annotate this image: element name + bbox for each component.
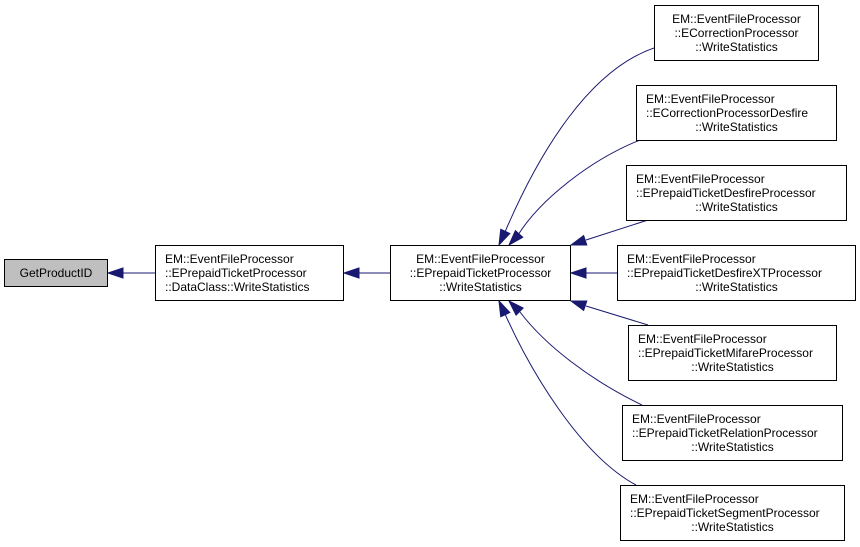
- node-label-line: EM::EventFileProcessor: [636, 172, 765, 186]
- node-label-line: ::EPrepaidTicketMifareProcessor: [638, 346, 813, 360]
- edge-eprepaidticketdesfireprocessor-writestatistics-to-eprepaidticketprocessor-writestatistics: [585, 219, 649, 241]
- edge-eprepaidticketrelationprocessor-writestatistics-to-eprepaidticketprocessor-writestatistics: [519, 311, 643, 406]
- node-label-line: EM::EventFileProcessor: [632, 412, 761, 426]
- node-label-line: ::EPrepaidTicketProcessor: [165, 266, 307, 280]
- node-label-line: ::WriteStatistics: [691, 440, 774, 454]
- node-label-line: EM::EventFileProcessor: [646, 92, 775, 106]
- node-eprepaidticketprocessor-writestatistics[interactable]: EM::EventFileProcessor ::EPrepaidTicketP…: [390, 245, 571, 301]
- node-label-line: ::WriteStatistics: [439, 280, 522, 294]
- node-eprepaidticketrelationprocessor-writestatistics[interactable]: EM::EventFileProcessor ::EPrepaidTicketR…: [622, 405, 843, 461]
- node-label-line: EM::EventFileProcessor: [630, 492, 759, 506]
- node-label-line: ::EPrepaidTicketDesfireXTProcessor: [627, 266, 822, 280]
- node-label-line: ::ECorrectionProcessorDesfire: [646, 106, 809, 120]
- arrowhead-icon: [507, 299, 524, 316]
- node-getproductid[interactable]: GetProductID: [4, 259, 108, 287]
- node-dataclass-writestatistics[interactable]: EM::EventFileProcessor ::EPrepaidTicketP…: [155, 245, 344, 301]
- arrowhead-icon: [498, 228, 511, 247]
- node-eprepaidticketdesfirextprocessor-writestatistics[interactable]: EM::EventFileProcessor ::EPrepaidTicketD…: [617, 245, 856, 301]
- node-label-line: EM::EventFileProcessor: [165, 252, 294, 266]
- node-eprepaidticketsegmentprocessor-writestatistics[interactable]: EM::EventFileProcessor ::EPrepaidTicketS…: [620, 485, 845, 541]
- node-label-line: ::EPrepaidTicketProcessor: [409, 266, 552, 280]
- node-label-line: ::WriteStatistics: [691, 520, 774, 534]
- node-eprepaidticketmifareprocessor-writestatistics[interactable]: EM::EventFileProcessor ::EPrepaidTicketM…: [628, 325, 837, 381]
- arrowhead-icon: [569, 300, 588, 312]
- arrowhead-icon: [507, 229, 524, 247]
- arrowhead-icon: [498, 299, 511, 318]
- node-label-line: ::EPrepaidTicketDesfireProcessor: [636, 186, 816, 200]
- arrowhead-icon: [569, 234, 588, 246]
- node-label-line: ::WriteStatistics: [691, 360, 774, 374]
- node-label-line: EM::EventFileProcessor: [672, 12, 801, 26]
- arrowhead-icon: [569, 267, 587, 279]
- node-label-line: ::WriteStatistics: [695, 200, 778, 214]
- node-ecorrectionprocessordesfire-writestatistics[interactable]: EM::EventFileProcessor ::ECorrectionProc…: [636, 85, 837, 141]
- edge-ecorrectionprocessor-writestatistics-to-eprepaidticketprocessor-writestatistics: [504, 47, 655, 233]
- node-label-line: ::ECorrectionProcessor: [674, 26, 799, 40]
- node-eprepaidticketdesfireprocessor-writestatistics[interactable]: EM::EventFileProcessor ::EPrepaidTicketD…: [626, 165, 847, 221]
- edge-eprepaidticketsegmentprocessor-writestatistics-to-eprepaidticketprocessor-writestatistics: [504, 313, 637, 486]
- node-label-line: ::EPrepaidTicketSegmentProcessor: [630, 506, 820, 520]
- node-label-line: ::DataClass::WriteStatistics: [165, 280, 310, 294]
- node-label-line: EM::EventFileProcessor: [638, 332, 767, 346]
- arrowhead-icon: [106, 267, 124, 279]
- node-label-line: ::WriteStatistics: [695, 280, 778, 294]
- arrowhead-icon: [342, 267, 360, 279]
- node-label-line: ::WriteStatistics: [695, 120, 778, 134]
- node-label-line: ::EPrepaidTicketRelationProcessor: [632, 426, 818, 440]
- edge-ecorrectionprocessordesfire-writestatistics-to-eprepaidticketprocessor-writestatistics: [517, 139, 641, 236]
- node-label-line: GetProductID: [19, 266, 93, 280]
- node-ecorrectionprocessor-writestatistics[interactable]: EM::EventFileProcessor ::ECorrectionProc…: [654, 5, 819, 61]
- node-label-line: EM::EventFileProcessor: [627, 252, 756, 266]
- edge-eprepaidticketmifareprocessor-writestatistics-to-eprepaidticketprocessor-writestatistics: [585, 305, 649, 326]
- node-label-line: EM::EventFileProcessor: [416, 252, 545, 266]
- node-label-line: ::WriteStatistics: [695, 40, 778, 54]
